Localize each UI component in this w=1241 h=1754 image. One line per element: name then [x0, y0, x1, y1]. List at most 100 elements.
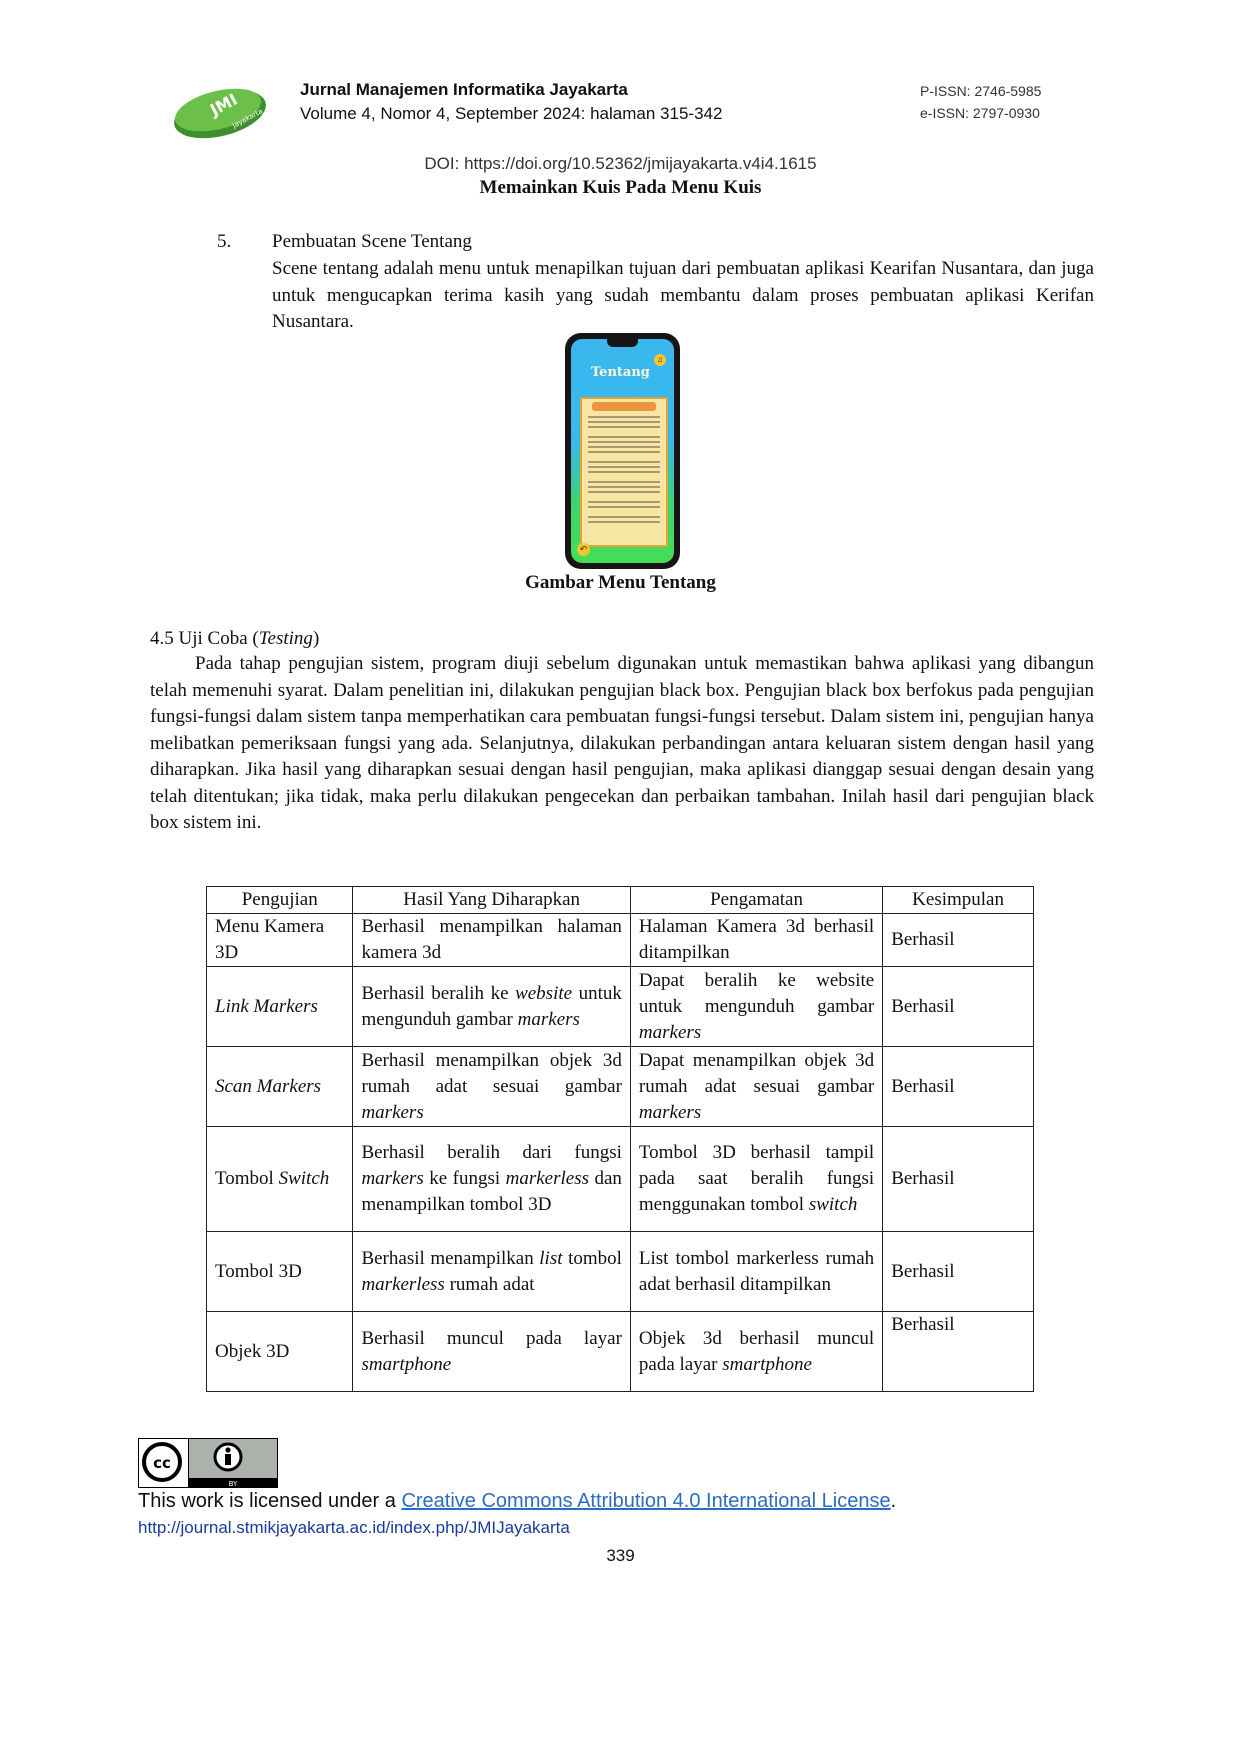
- cell-text: Halaman Kamera 3d berhasil ditampilkan: [638, 916, 875, 963]
- svg-text:cc: cc: [153, 1454, 171, 1472]
- test-name-cell: Objek 3D: [205, 1311, 354, 1392]
- table-header-row: Pengujian Hasil Yang Diharapkan Pengamat…: [205, 886, 1034, 914]
- heading-italic: Testing: [258, 628, 313, 649]
- figure-caption: Gambar Menu Tentang: [525, 572, 716, 593]
- expected-result-cell: Berhasil menampilkan halaman kamera 3d: [352, 913, 631, 967]
- previous-figure-caption: Memainkan Kuis Pada Menu Kuis: [479, 177, 762, 198]
- cell-text: Tombol 3D: [215, 1260, 302, 1282]
- observation-cell: Dapat menampilkan objek 3d rumah adat se…: [629, 1046, 884, 1127]
- cell-text: Berhasil menampilkan objek 3d rumah adat…: [361, 1049, 622, 1097]
- license-suffix: .: [890, 1490, 897, 1512]
- e-issn: e-ISSN: 2797-0930: [920, 105, 1040, 121]
- cell-text: List tombol markerless rumah adat berhas…: [638, 1247, 875, 1295]
- cell-text: switch: [808, 1194, 858, 1215]
- cell-text: markerless: [505, 1168, 589, 1189]
- about-panel: [580, 397, 668, 547]
- phone-screen: ♫ Tentang ↶: [571, 339, 674, 563]
- column-header: Pengamatan: [629, 886, 884, 914]
- cell-text: smartphone: [361, 1353, 452, 1375]
- cell-text: Link Markers: [215, 995, 318, 1017]
- section-heading: 4.5 Uji Coba (Testing): [150, 628, 319, 650]
- license-link[interactable]: Creative Commons Attribution 4.0 Interna…: [401, 1490, 891, 1512]
- cell-text: Tombol: [215, 1168, 279, 1189]
- cell-text: Berhasil beralih dari fungsi: [361, 1142, 622, 1163]
- expected-result-cell: Berhasil menampilkan list tombol markerl…: [352, 1231, 631, 1312]
- journal-url[interactable]: http://journal.stmikjayakarta.ac.id/inde…: [138, 1518, 570, 1537]
- page-number: 339: [606, 1546, 635, 1565]
- test-name-cell: Menu Kamera 3D: [205, 913, 354, 967]
- expected-result-cell: Berhasil muncul pada layar smartphone: [352, 1311, 631, 1392]
- table-row: Tombol 3D Berhasil menampilkan list tombo…: [205, 1231, 1034, 1312]
- observation-cell: List tombol markerless rumah adat berhas…: [629, 1231, 884, 1312]
- panel-text-lines: [588, 416, 660, 526]
- column-header: Hasil Yang Diharapkan: [352, 886, 631, 914]
- phone-notch: [607, 339, 638, 347]
- section-title: Pembuatan Scene Tentang: [272, 231, 472, 252]
- cell-text: untuk mengunduh gambar: [361, 982, 622, 1030]
- section-number: 5.: [217, 231, 232, 252]
- doi[interactable]: DOI: https://doi.org/10.52362/jmijayakar…: [424, 154, 817, 173]
- screen-title: Tentang: [591, 365, 650, 380]
- cell-text: Berhasil muncul pada layar: [361, 1327, 622, 1349]
- expected-result-cell: Berhasil beralih dari fungsi markers ke …: [352, 1126, 631, 1232]
- test-name-cell: Tombol Switch: [205, 1126, 354, 1232]
- cell-text: rumah adat: [444, 1273, 535, 1295]
- cell-text: markers: [361, 1101, 424, 1123]
- cell-text: ke fungsi: [423, 1168, 506, 1189]
- column-header: Pengujian: [205, 886, 354, 914]
- sound-icon: ♫: [654, 354, 666, 366]
- conclusion-cell: Berhasil: [882, 1126, 1034, 1232]
- journal-volume: Volume 4, Nomor 4, September 2024: halam…: [300, 104, 723, 123]
- observation-cell: Tombol 3D berhasil tampil pada saat bera…: [629, 1126, 884, 1232]
- table-row: Objek 3D Berhasil muncul pada layar smart…: [205, 1311, 1034, 1392]
- cell-text: smartphone: [722, 1353, 812, 1375]
- cell-text: Dapat beralih ke website untuk mengunduh…: [638, 969, 875, 1017]
- cell-text: tombol: [562, 1247, 622, 1269]
- cell-text: Scan Markers: [215, 1075, 322, 1097]
- expected-result-cell: Berhasil menampilkan objek 3d rumah adat…: [352, 1046, 631, 1127]
- table-row: Link Markers Berhasil beralih ke website …: [205, 966, 1034, 1047]
- cell-text: dan menampilkan tombol 3D: [361, 1168, 622, 1215]
- conclusion-cell: Berhasil: [882, 1046, 1034, 1127]
- svg-text:BY: BY: [229, 1480, 238, 1488]
- test-name-cell: Link Markers: [205, 966, 354, 1047]
- cell-text: Menu Kamera 3D: [215, 916, 325, 963]
- expected-result-cell: Berhasil beralih ke website untuk mengun…: [352, 966, 631, 1047]
- p-issn: P-ISSN: 2746-5985: [920, 83, 1042, 99]
- license-prefix: This work is licensed under a: [138, 1490, 402, 1512]
- journal-logo: JMI Jayakarta: [174, 88, 266, 139]
- cell-text: markers: [638, 1101, 702, 1123]
- table-row: Menu Kamera 3D Berhasil menampilkan halam…: [205, 913, 1034, 967]
- cell-text: markerless: [361, 1273, 445, 1295]
- cell-text: Switch: [278, 1168, 330, 1189]
- table-row: Scan Markers Berhasil menampilkan objek 3…: [205, 1046, 1034, 1127]
- observation-cell: Dapat beralih ke website untuk mengunduh…: [629, 966, 884, 1047]
- conclusion-cell: Berhasil: [882, 1231, 1034, 1312]
- cell-text: Berhasil menampilkan halaman kamera 3d: [361, 916, 622, 963]
- cc-by-badge: cc BY: [138, 1438, 278, 1488]
- phone-mockup: ♫ Tentang ↶: [565, 333, 680, 569]
- cell-text: Objek 3d berhasil muncul pada layar: [638, 1327, 875, 1375]
- section-paragraph: Scene tentang adalah menu untuk menapilk…: [272, 258, 1094, 332]
- column-header: Kesimpulan: [882, 886, 1034, 914]
- cell-text: Dapat menampilkan objek 3d rumah adat se…: [638, 1049, 875, 1097]
- license-text: This work is licensed under a Creative C…: [138, 1490, 896, 1513]
- observation-cell: Halaman Kamera 3d berhasil ditampilkan: [629, 913, 884, 967]
- cell-text: website: [515, 982, 573, 1004]
- cell-text: list: [539, 1247, 563, 1269]
- heading-suffix: ): [312, 628, 320, 649]
- conclusion-cell: Berhasil: [882, 1311, 1034, 1392]
- conclusion-cell: Berhasil: [882, 913, 1034, 967]
- journal-title: Jurnal Manajemen Informatika Jayakarta: [300, 80, 628, 99]
- test-name-cell: Scan Markers: [205, 1046, 354, 1127]
- test-name-cell: Tombol 3D: [205, 1231, 354, 1312]
- panel-header: [592, 402, 656, 411]
- cell-text: markers: [638, 1021, 702, 1043]
- cell-text: Berhasil beralih ke: [361, 982, 516, 1004]
- issn-block: P-ISSN: 2746-5985 e-ISSN: 2797-0930: [920, 80, 1041, 124]
- heading-prefix: 4.5 Uji Coba (: [150, 628, 259, 649]
- cell-text: markers: [517, 1008, 580, 1030]
- cell-text: Objek 3D: [215, 1340, 290, 1362]
- conclusion-cell: Berhasil: [882, 966, 1034, 1047]
